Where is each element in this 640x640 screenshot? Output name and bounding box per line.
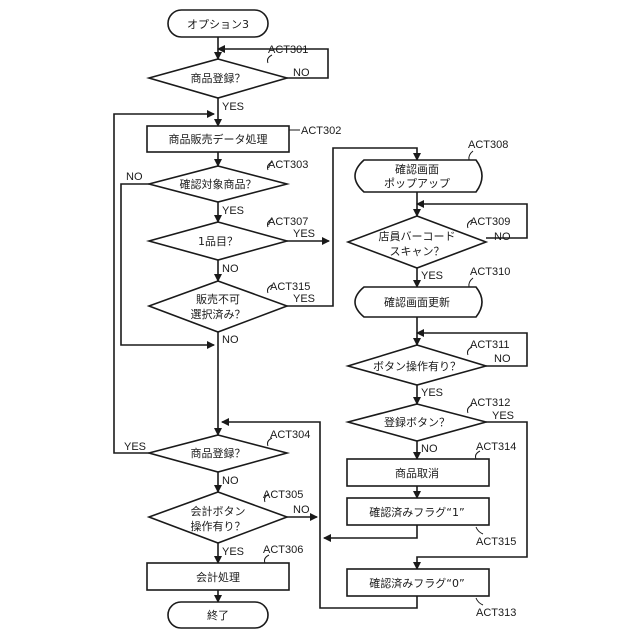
label-act301: ACT301 <box>268 44 308 56</box>
label-act302: ACT302 <box>301 125 341 137</box>
edge-label-act309-no: NO <box>494 231 511 243</box>
edge-act304-yes-loop <box>114 114 214 453</box>
node-act313: 確認済みフラグ“0” ACT313 <box>347 569 516 619</box>
edge-label-act311-no: NO <box>494 353 511 365</box>
label-act315b: ACT315 <box>476 536 516 548</box>
edge-act315b-return <box>324 525 417 538</box>
label-act304: ACT304 <box>270 429 310 441</box>
edge-label-act301-yes: YES <box>222 101 244 113</box>
label-act309: ACT309 <box>470 216 510 228</box>
node-act308: 確認画面 ポップアップ ACT308 <box>355 139 508 192</box>
node-start: オプション3 <box>168 10 268 37</box>
label-act307: ACT307 <box>268 216 308 228</box>
node-act313-text: 確認済みフラグ“0” <box>369 576 464 590</box>
node-act308-line2: ポップアップ <box>384 177 450 190</box>
edge-label-act309-yes: YES <box>421 270 443 282</box>
node-act303: 確認対象商品？ ACT303 <box>149 159 308 202</box>
edge-label-act301-no: NO <box>293 67 310 79</box>
edge-label-act304-no: NO <box>222 475 239 487</box>
node-end: 終了 <box>168 602 268 628</box>
node-act307: 1品目？ ACT307 <box>149 216 308 260</box>
node-act311: ボタン操作有り？ ACT311 <box>348 339 510 385</box>
label-act310: ACT310 <box>470 266 510 278</box>
node-act315b: 確認済みフラグ“1” ACT315 <box>347 498 516 548</box>
node-end-text: 終了 <box>207 608 229 622</box>
node-act303-text: 確認対象商品？ <box>180 177 257 191</box>
node-act302: 商品販売データ処理 ACT302 <box>147 125 341 152</box>
node-act309-line1: 店員バーコード <box>379 229 456 243</box>
node-act305-line1: 会計ボタン <box>191 504 246 518</box>
edge-label-act303-yes: YES <box>222 205 244 217</box>
node-act306-text: 会計処理 <box>196 570 240 584</box>
label-act308: ACT308 <box>468 139 508 151</box>
label-act311: ACT311 <box>470 339 510 351</box>
node-act305: 会計ボタン 操作有り？ ACT305 <box>149 489 303 543</box>
node-act305-line2: 操作有り？ <box>191 519 246 533</box>
node-act304: 商品登録？ ACT304 <box>149 429 310 472</box>
edge-label-act315a-yes: YES <box>293 293 315 305</box>
edge-label-act307-no: NO <box>222 263 239 275</box>
node-act312: 登録ボタン？ ACT312 <box>348 397 510 441</box>
node-act309-line2: スキャン？ <box>390 245 445 258</box>
leader-act301 <box>268 55 273 63</box>
edge-label-act312-yes: YES <box>492 410 514 422</box>
node-act315a: 販売不可 選択済み？ ACT315 <box>149 281 310 332</box>
leader-act315b <box>476 527 483 534</box>
node-act308-line1: 確認画面 <box>395 162 439 176</box>
label-act303: ACT303 <box>268 159 308 171</box>
node-act309: 店員バーコード スキャン？ ACT309 <box>348 216 510 268</box>
edge-label-act311-yes: YES <box>421 387 443 399</box>
edge-label-act304-yes: YES <box>124 441 146 453</box>
edge-label-act305-yes: YES <box>222 546 244 558</box>
node-act315b-text: 確認済みフラグ“1” <box>369 505 464 519</box>
label-act313: ACT313 <box>476 607 516 619</box>
node-act314-text: 商品取消 <box>395 466 439 480</box>
edge-label-act303-no: NO <box>126 171 143 183</box>
node-act301-text: 商品登録？ <box>191 71 246 85</box>
node-act310-text: 確認画面更新 <box>384 295 450 309</box>
edge-label-act307-yes: YES <box>293 228 315 240</box>
node-act301: 商品登録？ ACT301 <box>149 44 308 98</box>
leader-act310 <box>469 278 473 287</box>
label-act306: ACT306 <box>263 544 303 556</box>
label-act315a: ACT315 <box>270 281 310 293</box>
node-start-text: オプション3 <box>187 18 249 31</box>
node-act311-text: ボタン操作有り？ <box>373 359 461 373</box>
label-act314: ACT314 <box>476 441 516 453</box>
edge-label-act315a-no: NO <box>222 334 239 346</box>
node-act312-text: 登録ボタン？ <box>384 415 450 429</box>
leader-act313 <box>476 598 483 605</box>
node-act302-text: 商品販売データ処理 <box>169 132 268 146</box>
leader-act306 <box>265 555 270 563</box>
node-act315a-line2: 選択済み？ <box>191 307 246 321</box>
label-act305: ACT305 <box>263 489 303 501</box>
edge-label-act305-no: NO <box>293 504 310 516</box>
leader-act308 <box>469 151 473 160</box>
label-act312: ACT312 <box>470 397 510 409</box>
node-act315a-line1: 販売不可 <box>196 293 240 306</box>
edge-label-act312-no: NO <box>421 443 438 455</box>
node-act307-text: 1品目？ <box>198 235 238 248</box>
decision-act315a-shape <box>149 281 287 332</box>
node-act304-text: 商品登録？ <box>191 446 246 460</box>
